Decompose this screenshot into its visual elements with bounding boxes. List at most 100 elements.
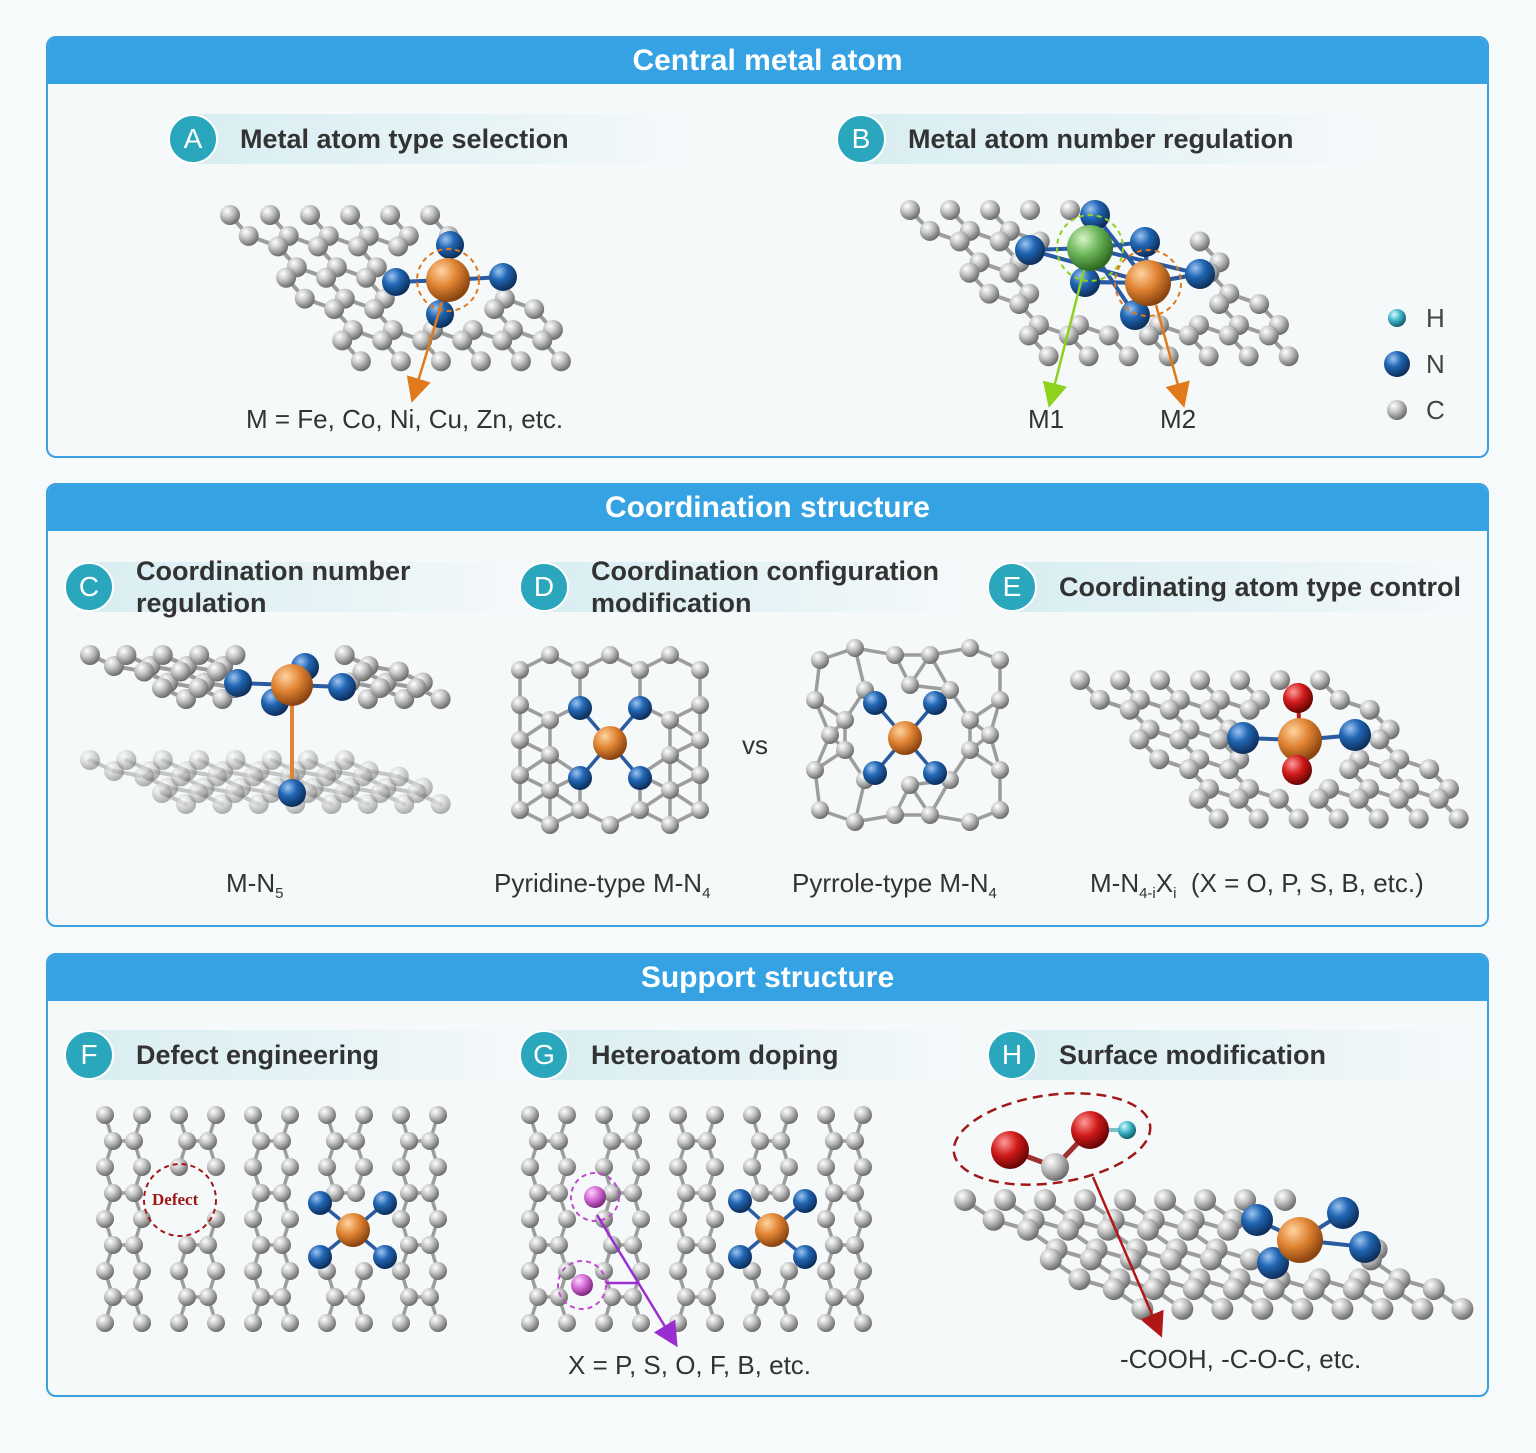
carbon-atom (825, 1288, 843, 1306)
carbon-atom (601, 816, 619, 834)
carbon-atom (1448, 808, 1469, 829)
carbon-atom (429, 1210, 447, 1228)
carbon-atom (921, 646, 939, 664)
carbon-atom (1208, 808, 1229, 829)
carbon-atom (1359, 699, 1380, 720)
coordination-number-figure (80, 645, 451, 814)
carbon-atom (886, 806, 904, 824)
nitrogen-atom (1070, 267, 1100, 297)
carbon-atom (991, 691, 1009, 709)
carbon-atom (388, 661, 409, 682)
carbon-atom (1056, 1218, 1079, 1241)
carbon-atom (1342, 1278, 1365, 1301)
carbon-atom (134, 661, 155, 682)
functional-group-arrow (1091, 1176, 1164, 1338)
carbon-atom (348, 236, 369, 257)
carbon-atom (1419, 759, 1440, 780)
carbon-atom (252, 1236, 270, 1254)
carbon-atom (1368, 808, 1389, 829)
nitrogen-atom (426, 300, 454, 328)
carbon-atom (1262, 1278, 1285, 1301)
nitrogen-atom (1227, 722, 1259, 754)
carbon-atom (1194, 1189, 1217, 1211)
carbon-atom (1150, 670, 1171, 690)
carbon-atom (1274, 1189, 1297, 1211)
carbon-atom (207, 1210, 225, 1228)
carbon-atom (400, 1236, 418, 1254)
carbon-atom (1058, 325, 1079, 346)
carbon-atom (1020, 200, 1041, 220)
carbon-atom (632, 1314, 650, 1332)
metal-atom-type-figure (220, 205, 571, 403)
carbon-atom (603, 1132, 621, 1150)
carbon-atom (116, 750, 137, 770)
carbon-atom (772, 1132, 790, 1150)
carbon-atom (170, 1106, 188, 1124)
carbon-atom (961, 813, 979, 831)
carbon-atom (189, 645, 210, 665)
carbon-atom (334, 750, 355, 770)
carbon-atom (854, 1314, 872, 1332)
carbon-atom (1102, 1278, 1125, 1301)
surface-modification-figure (952, 1092, 1474, 1338)
heteroatom (571, 1274, 593, 1296)
carbon-atom (244, 1262, 262, 1280)
nitrogen-atom (728, 1189, 752, 1213)
carbon-atom (1288, 808, 1309, 829)
carbon-atom (281, 1262, 299, 1280)
letter-badge: C (64, 562, 114, 612)
carbon-atom (1188, 788, 1209, 809)
nitrogen-atom (1120, 300, 1150, 330)
carbon-atom (178, 1288, 196, 1306)
subpanel-title: Coordination configuration modification (591, 555, 939, 619)
carbon-atom (1209, 294, 1230, 315)
carbon-atom (252, 1132, 270, 1150)
atom-legend: H N C (1382, 295, 1445, 433)
carbon-atom (1270, 670, 1291, 690)
metal-atom-m1 (1067, 225, 1113, 271)
carbon-atom (698, 1132, 716, 1150)
carbon-atom (979, 283, 1000, 304)
carbon-atom (1199, 1248, 1222, 1271)
carbon-atom (558, 1262, 576, 1280)
metal-atom (271, 664, 313, 706)
carbon-atom (1258, 325, 1279, 346)
carbon-atom (901, 776, 919, 794)
carbon-atom (772, 1288, 790, 1306)
legend-label: H (1426, 302, 1445, 333)
carbon-atom (1411, 1297, 1434, 1320)
letter-badge: A (168, 114, 218, 164)
carbon-atom (1329, 689, 1350, 710)
hydrogen-icon (1388, 309, 1406, 327)
carbon-atom (550, 1132, 568, 1150)
nitrogen-atom (923, 761, 947, 785)
carbon-atom (550, 1236, 568, 1254)
carbon-atom (1129, 729, 1150, 750)
carbon-atom (318, 1158, 336, 1176)
carbon-atom (333, 783, 354, 803)
carbon-atom (170, 661, 191, 682)
carbon-atom (80, 645, 100, 665)
nitrogen-atom (793, 1189, 817, 1213)
carbon-atom (1218, 325, 1239, 346)
carbon-atom (406, 678, 427, 698)
carbon-atom (846, 1132, 864, 1150)
subpanel-b-header: B Metal atom number regulation (836, 114, 1376, 164)
metal-atom (755, 1213, 789, 1247)
carbon-atom (421, 1184, 439, 1202)
nitrogen-atom (436, 231, 464, 259)
defect-engineering-figure (96, 1106, 447, 1332)
carbon-atom (846, 1288, 864, 1306)
carbon-atom (347, 1132, 365, 1150)
carbon-atom (846, 639, 864, 657)
carbon-atom (484, 299, 505, 320)
carbon-atom (96, 1158, 114, 1176)
nitrogen-atom (628, 696, 652, 720)
carbon-atom (273, 1132, 291, 1150)
carbon-atom (1159, 699, 1180, 720)
carbon-atom (1078, 346, 1099, 367)
carbon-atom (207, 1262, 225, 1280)
subpanel-f-header: F Defect engineering (64, 1030, 534, 1080)
defect-label: Defect (152, 1190, 199, 1209)
carbon-atom (529, 1184, 547, 1202)
